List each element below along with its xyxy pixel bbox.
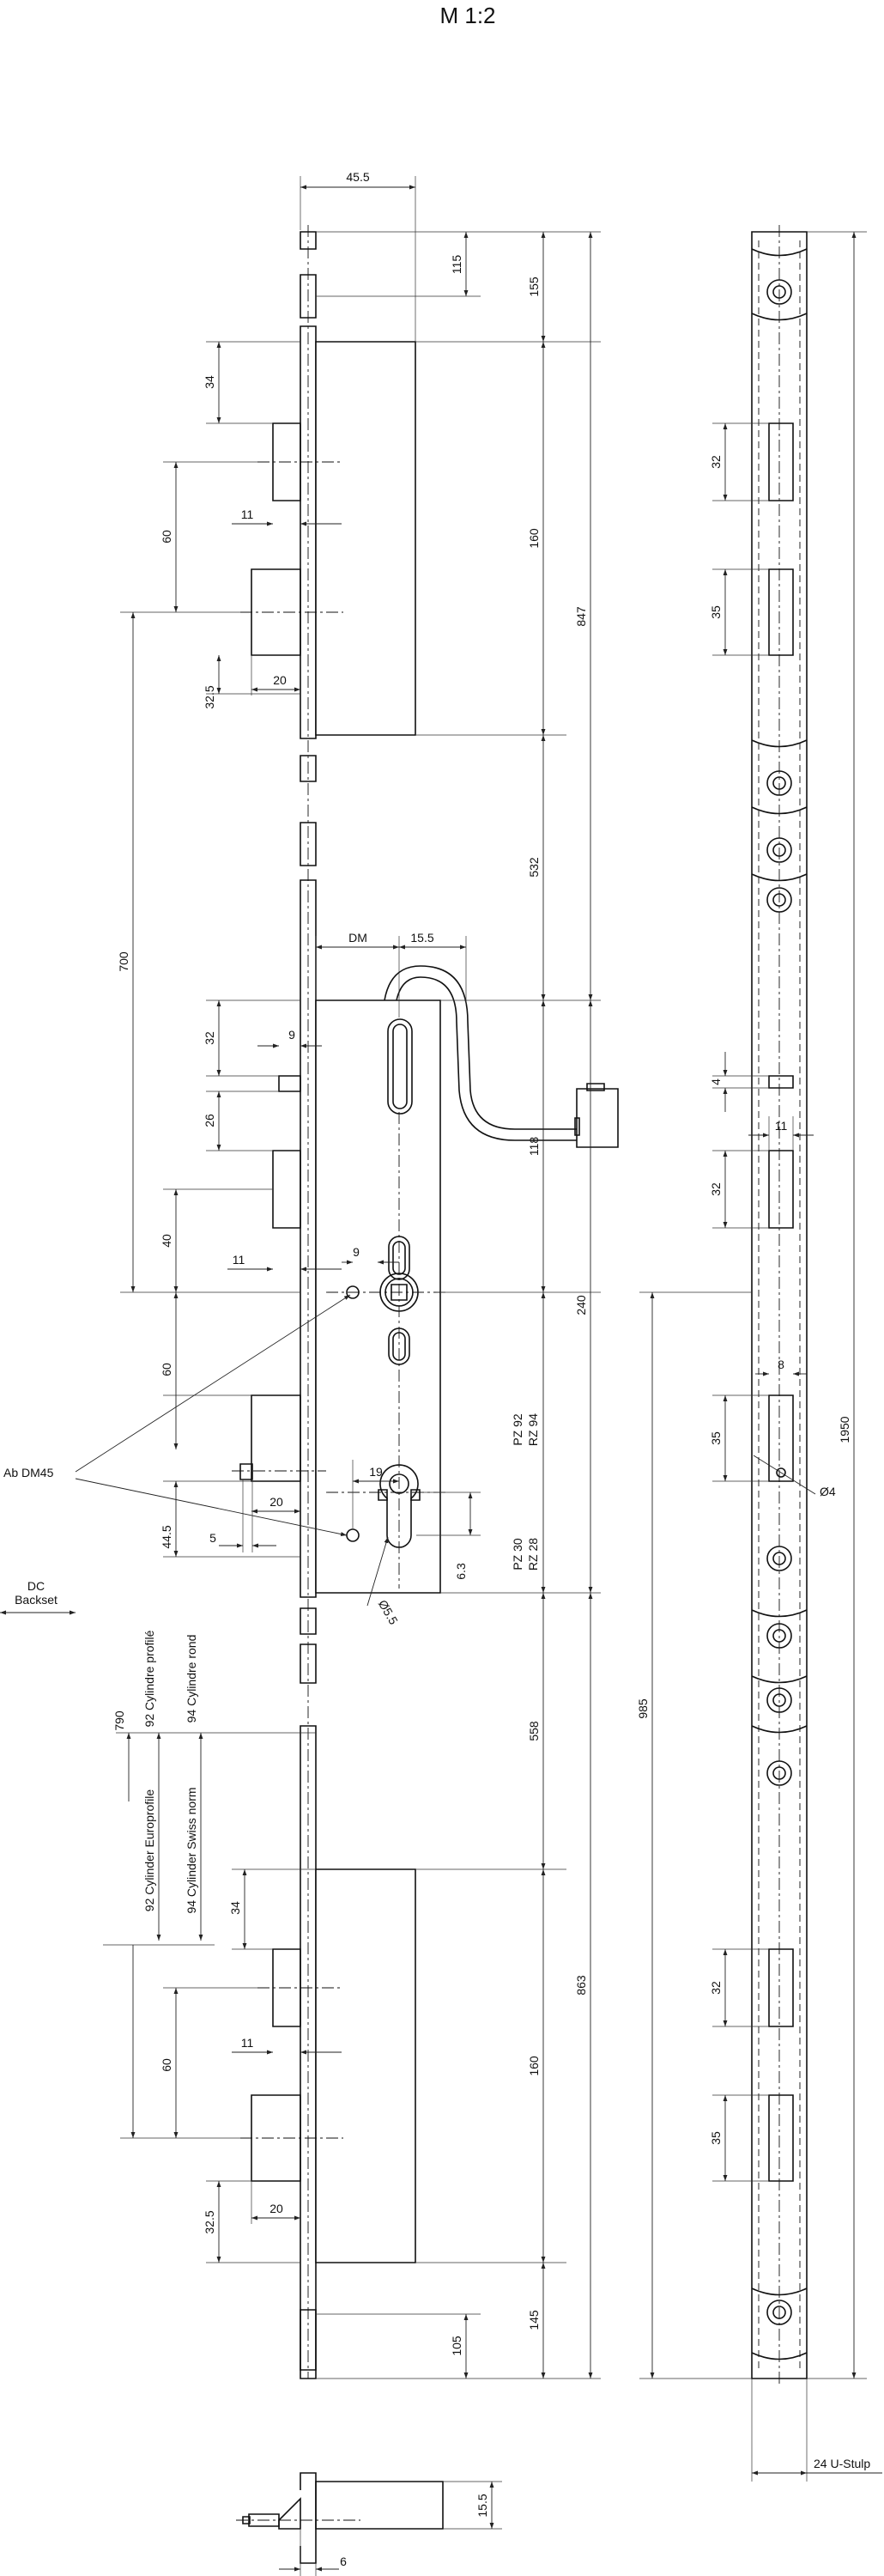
dim-863: 863 [574,1975,588,1996]
dim-160-lower: 160 [527,2056,541,2076]
section-detail: 15.5 6 [236,2473,502,2576]
dim-700: 700 [117,951,130,972]
dim-rz28: RZ 28 [526,1538,540,1571]
dim-9-main: 9 [288,1028,295,1042]
lock-side-view [232,225,618,2379]
dim-45-5: 45.5 [346,170,369,184]
dim-r-dia-4: Ø4 [820,1485,836,1498]
dim-11-main: 11 [233,1253,245,1267]
main-lock-case [316,1000,440,1593]
cable-hook [384,966,577,1129]
label-cyl-94-round: 94 Cylindre rond [185,1635,198,1723]
dim-15-5-dm: 15.5 [410,931,433,945]
dim-60-lower: 60 [160,2058,173,2072]
dim-r-35-top: 35 [709,605,723,619]
dim-r-985: 985 [636,1698,650,1719]
dim-9-spindle: 9 [353,1245,360,1259]
label-backset: Backset [15,1593,58,1607]
dim-32-main: 32 [203,1031,216,1045]
dim-118: 118 [527,1137,541,1157]
dim-r-32-top: 32 [709,455,723,469]
strike-slots [769,423,793,2181]
dim-11-upper: 11 [241,507,254,521]
scale-title: M 1:2 [439,3,495,28]
dim-r-32-mid: 32 [709,1182,723,1196]
dim-32-5-lower: 32.5 [203,2210,216,2233]
dim-6: 6 [340,2555,347,2568]
dim-r-4: 4 [709,1078,723,1085]
dim-pz92: PZ 92 [511,1413,524,1446]
dim-15-5-section: 15.5 [475,2494,489,2517]
dim-5: 5 [209,1531,216,1545]
dim-34-upper: 34 [203,375,216,389]
dim-60-upper: 60 [160,530,173,544]
label-24-u-stulp: 24 U-Stulp [814,2457,870,2470]
dim-160-upper: 160 [527,528,541,549]
right-dimensions: 32 35 4 11 32 8 35 Ø4 985 [636,232,882,2482]
dim-532: 532 [527,857,541,878]
dim-19: 19 [369,1465,383,1479]
dim-20-main: 20 [269,1495,283,1509]
dim-115: 115 [450,255,463,275]
dim-240: 240 [574,1295,588,1315]
slot-top [388,1019,412,1114]
dim-pz30: PZ 30 [511,1538,524,1571]
dim-60-main: 60 [160,1363,173,1376]
dim-r-32-low: 32 [709,1981,723,1995]
dim-r-35-low: 35 [709,2131,723,2145]
left-dimensions: 45.5 115 155 160 532 118 PZ 92 RZ 94 558… [0,170,601,2379]
dim-145: 145 [527,2310,541,2330]
dim-dia-5-5: Ø5.5 [376,1597,401,1626]
ustulp-front-view [752,225,807,2385]
label-dc: DC [27,1579,45,1593]
dim-dm: DM [348,931,367,945]
dim-rz94: RZ 94 [526,1413,540,1446]
dim-40: 40 [160,1234,173,1248]
label-cyl-92-euro: 92 Cylinder Europrofile [142,1789,156,1912]
dim-105: 105 [450,2336,463,2356]
upper-lock-case [316,342,415,735]
main-latch-2 [273,1151,300,1228]
label-cyl-94-swiss: 94 Cylinder Swiss norm [185,1787,198,1913]
dim-6-3: 6.3 [454,1563,468,1580]
main-latch-1 [279,1076,300,1091]
dim-847: 847 [574,606,588,627]
dim-155: 155 [527,276,541,297]
dim-20-upper: 20 [273,673,287,687]
dim-r-8: 8 [778,1358,784,1371]
main-deadbolt [251,1395,300,1481]
dim-558: 558 [527,1721,541,1741]
dim-r-35-mid: 35 [709,1431,723,1445]
dim-790: 790 [112,1710,126,1731]
dim-34-lower: 34 [228,1901,242,1915]
label-cyl-92-profile: 92 Cylindre profilé [142,1630,156,1727]
label-ab-dm45: Ab DM45 [3,1466,54,1479]
dim-r-11: 11 [775,1119,788,1133]
lower-lock-case [316,1869,415,2263]
dim-26: 26 [203,1114,216,1127]
dim-32-5-upper: 32.5 [203,685,216,708]
dim-r-1950: 1950 [838,1416,851,1443]
dim-20-lower: 20 [269,2202,283,2215]
dim-44-5: 44.5 [160,1525,173,1548]
dim-11-lower: 11 [241,2036,254,2050]
motor-connector [577,1089,618,1147]
